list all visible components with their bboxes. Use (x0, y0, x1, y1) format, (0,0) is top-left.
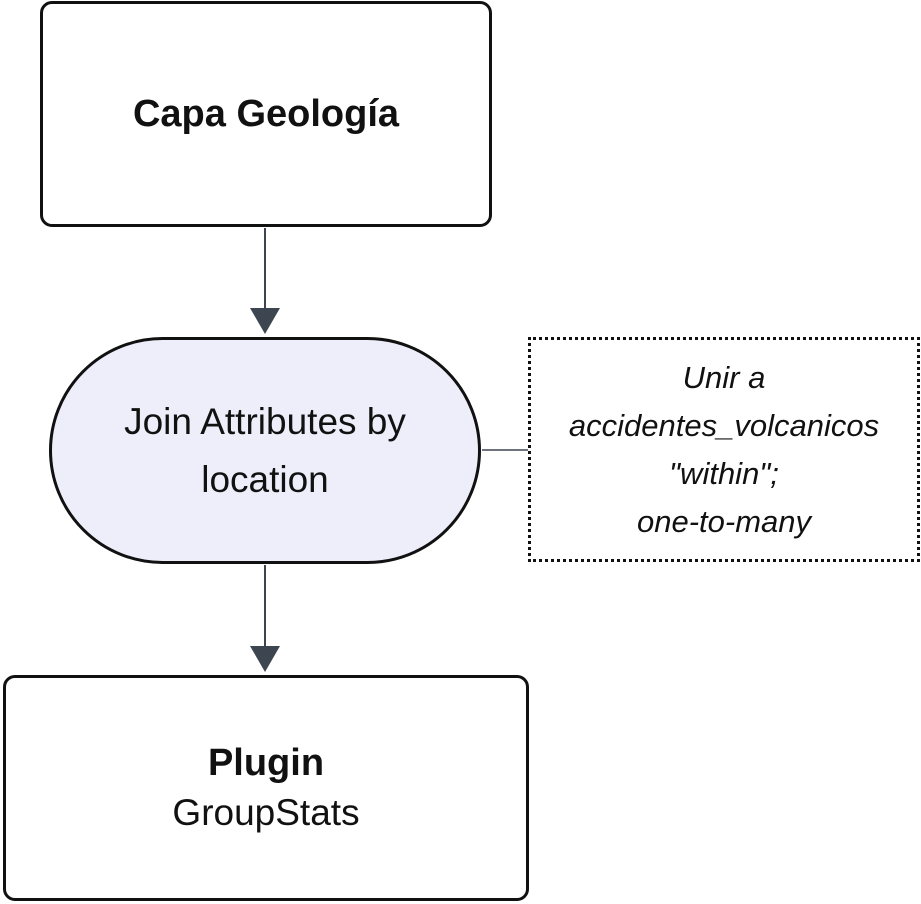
arrowhead-process-to-output (250, 646, 280, 672)
source-layer-title: Capa Geología (132, 93, 400, 135)
join-process-node[interactable]: Join Attributes by location (49, 337, 481, 564)
annotation-line: "within"; (669, 455, 779, 491)
join-process-label-line1: Join Attributes by (124, 400, 406, 442)
source-layer-node[interactable]: Capa Geología (40, 1, 492, 227)
arrowhead-source-to-process (250, 308, 280, 334)
output-plugin-subtitle: GroupStats (172, 792, 360, 833)
annotation-line: accidentes_volcanicos (568, 407, 880, 443)
annotation-line: Unir a (682, 359, 766, 395)
join-process-label: Join Attributes by location (104, 393, 426, 509)
output-plugin-title: Plugin (207, 742, 325, 784)
annotation-line: one-to-many (636, 503, 812, 539)
join-process-label-line2: location (201, 458, 329, 500)
output-plugin-node[interactable]: Plugin GroupStats (3, 675, 529, 901)
annotation-note: Unir a accidentes_volcanicos "within"; o… (528, 337, 920, 562)
